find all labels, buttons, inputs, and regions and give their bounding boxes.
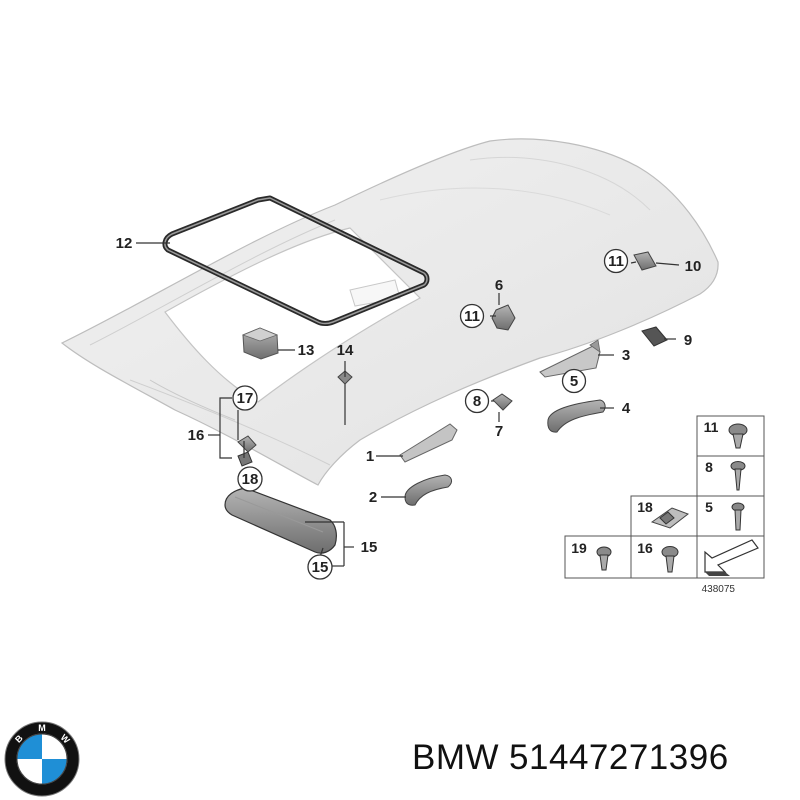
callout-7: 7	[495, 423, 503, 440]
table-5: 5	[705, 499, 713, 515]
callout-14: 13	[298, 342, 315, 359]
callout-12: 12	[116, 235, 133, 252]
callout-11b: 11	[464, 308, 480, 325]
table-16: 16	[637, 540, 653, 556]
logo-letter-m: M	[38, 723, 46, 733]
callout-16: 15	[312, 559, 329, 576]
part-9-cover	[641, 326, 668, 347]
callout-19: 18	[242, 471, 259, 488]
brand-name: BMW	[412, 738, 500, 777]
headliner	[60, 138, 719, 486]
callout-1: 1	[366, 448, 374, 465]
leader-lines	[136, 242, 680, 567]
part-15-sun-visor	[224, 487, 337, 554]
callout-4: 4	[622, 400, 631, 417]
table-11: 11	[704, 419, 719, 435]
part-3-handle-bracket	[539, 339, 601, 378]
callout-10: 10	[685, 258, 702, 275]
callout-5-circle	[561, 368, 587, 394]
callout-18-circle	[232, 385, 258, 411]
callout-13: 14	[337, 342, 354, 359]
part-4-grab-handle	[547, 399, 606, 433]
table-8: 8	[705, 459, 713, 475]
part-6-mount	[491, 304, 516, 331]
part-number: 51447271396	[509, 738, 729, 777]
callout-5: 5	[570, 373, 578, 390]
part-18-visor-mount	[237, 435, 257, 453]
callout-17: 16	[188, 427, 205, 444]
screw-19-icon	[596, 546, 612, 571]
part-10-bracket	[633, 251, 657, 271]
callout-2: 2	[369, 489, 377, 506]
callout-6: 6	[495, 277, 503, 294]
callout-16-circle	[307, 554, 333, 580]
callout-8: 8	[473, 393, 481, 410]
part-19-screw	[237, 451, 253, 467]
callout-11a-circle	[603, 248, 629, 274]
bmw-logo: B M W	[4, 721, 80, 797]
callout-11a: 11	[608, 253, 624, 270]
callout-11b-circle	[459, 303, 485, 329]
callout-19-circle	[237, 466, 263, 492]
callout-18: 17	[237, 390, 254, 407]
part-1-handle-bracket	[399, 423, 458, 463]
rivet-5-icon	[731, 502, 745, 531]
screw-8-icon	[730, 461, 746, 491]
clip-18-icon	[650, 507, 690, 529]
part-13-clip	[337, 370, 353, 385]
reference-code: 438075	[702, 584, 736, 595]
screw-16-icon	[661, 546, 679, 573]
callouts: 12 10 11 6 11 9 13 14 3 5 8 7 4 17 16 18…	[116, 235, 702, 580]
part-2-grab-handle	[404, 474, 453, 506]
callout-15: 15	[361, 539, 378, 556]
direction-arrow-icon	[704, 539, 759, 576]
table-18: 18	[637, 499, 653, 515]
callout-3: 3	[622, 347, 630, 364]
screw-11-icon	[728, 423, 748, 449]
callout-8-circle	[464, 388, 490, 414]
callout-9: 9	[684, 332, 692, 349]
part-8-nut	[492, 393, 513, 411]
table-19: 19	[571, 540, 587, 556]
part-14-reading-light-housing	[241, 327, 279, 360]
fastener-table: 11 8 18 5 19 16	[564, 415, 765, 595]
